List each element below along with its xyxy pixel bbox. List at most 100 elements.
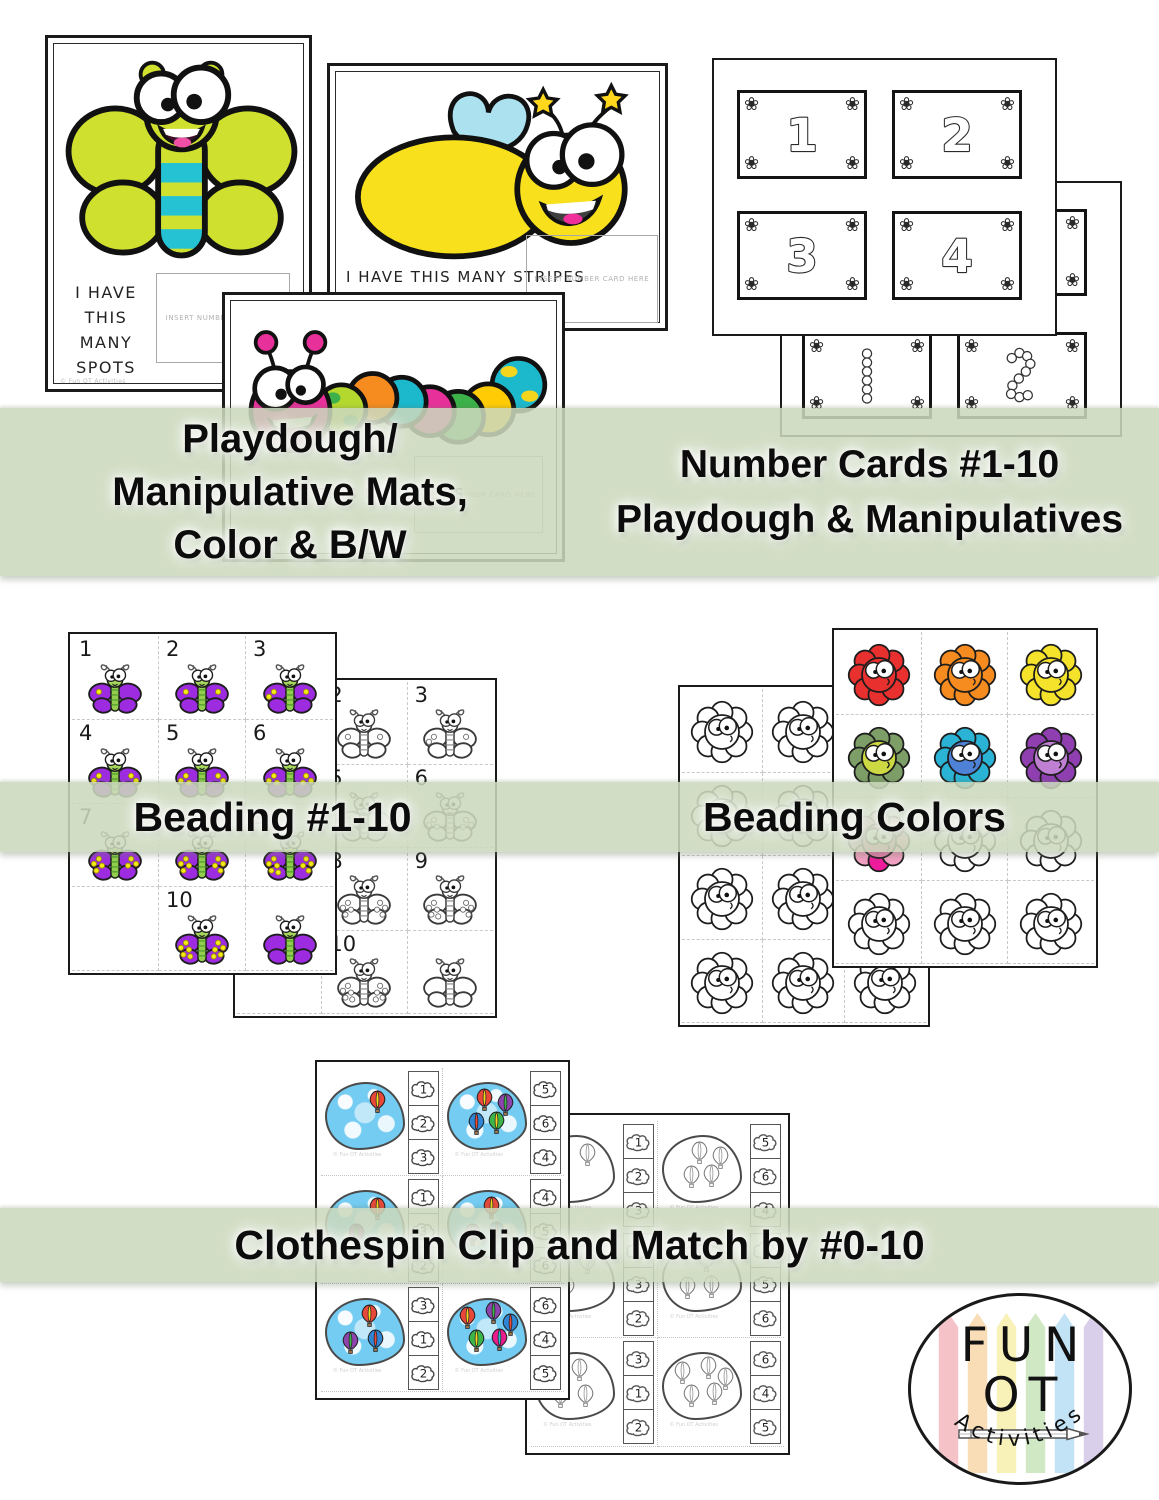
- beading-number: 10: [166, 888, 193, 913]
- number-option-strip: 6 4 5: [750, 1341, 781, 1445]
- copyright-text: © Fun OT Activities: [669, 1313, 719, 1320]
- banner-beading-colors-label: Beading Colors: [703, 793, 1006, 840]
- beading-number: 2: [166, 637, 180, 661]
- hot-air-balloon-icon: [497, 1093, 514, 1116]
- flower-bead-icon: [772, 868, 835, 931]
- beading-number: 6: [253, 720, 267, 745]
- svg-text:3: 3: [419, 1150, 427, 1164]
- clothespin-card: © Fun OT Activities 1 2 3: [321, 1068, 443, 1176]
- sky-blob: [325, 1298, 405, 1366]
- flower-bead-icon: [1019, 643, 1083, 707]
- hot-air-balloon-icon: [459, 1306, 476, 1330]
- mat-page-spots: I HAVE THIS MANY SPOTS INSERT NUMBER CAR…: [45, 35, 312, 392]
- florette-icon: ❀: [999, 215, 1015, 236]
- florette-icon: ❀: [844, 215, 860, 236]
- svg-text:1: 1: [634, 1135, 642, 1149]
- clothespin-option-4: 4: [531, 1322, 560, 1356]
- fun-ot-activities-logo: FUN OT Activities: [908, 1293, 1132, 1485]
- beading-cell: 9: [407, 848, 493, 931]
- svg-text:5: 5: [542, 1366, 550, 1380]
- crayon-icon: [938, 1313, 959, 1473]
- hot-air-balloon-icon: [491, 1328, 508, 1351]
- beading-cell: [407, 931, 493, 1014]
- hot-air-balloon-icon: [706, 1382, 723, 1406]
- number-cards-page-outline: ❀❀❀❀ 1 ❀❀❀❀ 2 ❀❀❀❀ 3 ❀❀❀❀ 4: [712, 58, 1057, 336]
- hot-air-balloon-icon: [717, 1367, 734, 1390]
- copyright-text: © Fun OT Activities: [543, 1422, 592, 1429]
- clothespin-option-4: 4: [751, 1376, 780, 1411]
- florette-icon: ❀: [1064, 270, 1080, 291]
- hot-air-balloon-icon: [468, 1112, 485, 1135]
- dot-number-card-1: ❀❀❀❀: [802, 332, 932, 419]
- svg-text:6: 6: [762, 1169, 770, 1183]
- florette-icon: ❀: [809, 336, 825, 357]
- number-option-strip: 1 2 3: [407, 1071, 439, 1174]
- clothespin-option-4: 4: [531, 1140, 560, 1173]
- clothespin-card: © Fun OT Activities 6 4 5: [442, 1284, 564, 1392]
- pencil-icon: [958, 1427, 1090, 1441]
- butterfly-bead-icon: [175, 664, 229, 714]
- flower-bead-icon: [933, 892, 996, 956]
- butterfly-bead-icon: [423, 875, 478, 925]
- florette-icon: ❀: [1064, 336, 1080, 357]
- beading-cell: 2: [322, 682, 408, 765]
- clothespin-option-3: 3: [409, 1140, 438, 1173]
- svg-text:3: 3: [634, 1352, 642, 1366]
- svg-text:2: 2: [419, 1366, 427, 1380]
- florette-icon: ❀: [844, 274, 860, 295]
- svg-text:5: 5: [762, 1420, 770, 1434]
- svg-text:1: 1: [419, 1190, 427, 1204]
- hot-air-balloon-icon: [361, 1303, 378, 1327]
- beading-number: 3: [253, 637, 267, 661]
- beading-cell: [246, 887, 333, 971]
- svg-text:1: 1: [634, 1386, 642, 1400]
- svg-text:6: 6: [542, 1298, 550, 1312]
- clothespin-option-6: 6: [751, 1159, 780, 1193]
- flower-cell-white: [1008, 881, 1094, 964]
- copyright-text: © Fun OT Activities: [333, 1368, 382, 1374]
- banner-top: Playdough/ Manipulative Mats, Color & B/…: [0, 408, 1159, 576]
- hot-air-balloon-icon: [367, 1329, 383, 1353]
- beading-cell: 10: [322, 931, 408, 1014]
- svg-text:3: 3: [634, 1278, 642, 1292]
- beading-cell: 10: [159, 887, 246, 971]
- clothespin-option-6: 6: [751, 1342, 780, 1377]
- clothespin-option-3: 3: [408, 1288, 438, 1322]
- logo-text-ot: OT: [982, 1368, 1067, 1423]
- svg-text:2: 2: [634, 1169, 642, 1183]
- svg-text:3: 3: [419, 1298, 427, 1312]
- number-card-3: ❀❀❀❀ 3: [737, 211, 867, 300]
- banner-beading-numbers-label: Beading #1-10: [133, 793, 412, 840]
- hot-air-balloon-icon: [703, 1163, 720, 1187]
- clothespin-option-2: 2: [409, 1356, 438, 1389]
- svg-text:1: 1: [419, 1332, 427, 1346]
- florette-icon: ❀: [744, 274, 760, 295]
- clothespin-option-1: 1: [408, 1322, 438, 1356]
- flower-cell-white: [682, 939, 764, 1023]
- clothespin-option-6: 6: [751, 1302, 780, 1335]
- flower-bead-icon: [772, 701, 835, 764]
- clothespin-option-6: 6: [531, 1106, 560, 1140]
- flower-cell-red: [836, 632, 922, 715]
- clothespin-card: © Fun OT Activities 3 1 2: [321, 1284, 443, 1392]
- flower-bead-icon: [691, 868, 754, 931]
- svg-text:4: 4: [542, 1332, 550, 1346]
- mat-caption-spots: I HAVE THIS MANY SPOTS: [75, 283, 137, 377]
- clothespin-option-2: 2: [408, 1106, 438, 1140]
- copyright-text: © Fun OT Activities: [669, 1422, 719, 1429]
- clothespin-option-3: 3: [623, 1342, 653, 1377]
- beading-cell: 3: [246, 636, 333, 720]
- hot-air-balloon-icon: [342, 1330, 359, 1354]
- florette-icon: ❀: [744, 215, 760, 236]
- beading-cell: 1: [72, 636, 159, 720]
- butterfly-bead-icon: [262, 664, 317, 714]
- clothespin-option-2: 2: [623, 1159, 653, 1193]
- butterfly-bead-icon: [337, 875, 392, 925]
- florette-icon: ❀: [899, 153, 915, 174]
- clothespin-option-1: 1: [623, 1376, 653, 1411]
- svg-text:4: 4: [542, 1150, 550, 1164]
- firefly-illustration: [355, 81, 629, 260]
- flower-bead-icon: [847, 892, 910, 956]
- mat-page-stripes: I HAVE THIS MANY STRIPES INSERT NUMBER C…: [327, 63, 668, 331]
- clothespin-card: © Fun OT Activities 5 6 4: [442, 1068, 564, 1176]
